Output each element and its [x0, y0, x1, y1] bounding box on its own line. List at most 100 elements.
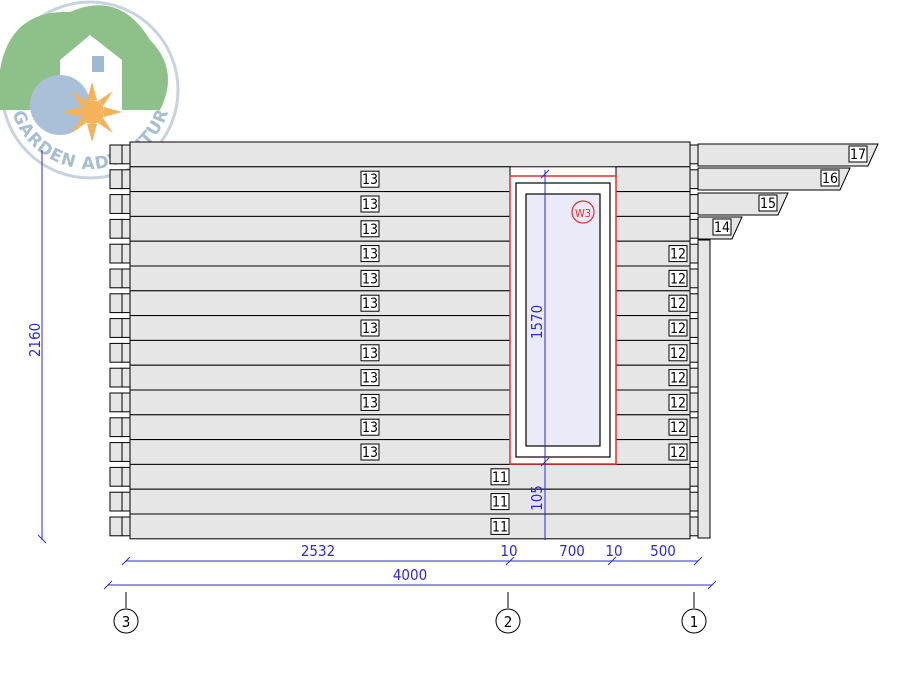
log-tag-right: 12	[670, 296, 686, 312]
log-tag-right-box	[668, 319, 688, 337]
log-tag-left: 13	[362, 420, 378, 436]
log-tag-left: 13	[362, 346, 378, 362]
log-end	[689, 466, 699, 487]
log-end	[109, 417, 123, 438]
log-end	[121, 318, 131, 338]
roof-step-tag: 15	[760, 196, 776, 212]
grid-axis-label: 3	[122, 613, 131, 631]
dim-right-seg: 500	[650, 542, 676, 560]
log-tag-right: 12	[670, 321, 686, 337]
grid-axis-2: 2	[495, 592, 521, 634]
grid-axis-3: 3	[113, 592, 139, 634]
roof-step-log	[697, 143, 879, 167]
log-tag-right-box	[668, 393, 688, 411]
log-tag-full: 11	[492, 470, 508, 486]
wall-log-left	[129, 389, 511, 416]
window-tag-circle	[571, 200, 595, 224]
log-tag-left-box	[360, 170, 380, 188]
log-end	[689, 491, 699, 512]
log-tag-full-box	[490, 517, 510, 535]
log-tag-left-box	[360, 294, 380, 312]
log-tag-left: 13	[362, 445, 378, 461]
log-tag-right-box	[668, 418, 688, 436]
log-tag-right: 12	[670, 247, 686, 263]
grid-axis-1: 1	[681, 592, 707, 634]
window-tag: W3	[575, 207, 591, 220]
log-tag-left-box	[360, 245, 380, 263]
wall-log-left	[129, 166, 511, 193]
log-tag-left-box	[360, 393, 380, 411]
log-end	[121, 516, 131, 537]
right-corner-post	[697, 239, 711, 539]
window-height-label: 1570	[528, 305, 546, 339]
wall-log-left	[129, 315, 511, 341]
log-end	[689, 293, 699, 314]
log-tag-right-box	[668, 294, 688, 312]
log-tag-left-box	[360, 220, 380, 238]
log-end	[109, 491, 123, 512]
log-tag-left-box	[360, 269, 380, 287]
width-dim-chain	[103, 556, 717, 590]
wall-log-right	[615, 166, 691, 193]
wall-log-full	[129, 488, 691, 515]
grid-axis-label: 1	[690, 613, 699, 631]
wall-log-right	[615, 215, 691, 242]
log-end	[109, 194, 123, 214]
wall-log-full	[129, 463, 691, 490]
log-end	[121, 243, 131, 264]
log-end	[689, 367, 699, 388]
wall-log-left	[129, 439, 511, 465]
log-end	[109, 218, 123, 239]
log-tag-left: 13	[362, 395, 378, 411]
wall-log-top	[129, 141, 691, 168]
log-end	[121, 392, 131, 413]
log-end	[121, 144, 131, 165]
log-end	[109, 516, 123, 537]
log-tag-right-box	[668, 369, 688, 387]
dim-window-width: 700	[559, 542, 585, 560]
roof-step-tag-box	[848, 145, 868, 163]
log-end	[689, 169, 699, 190]
log-end	[109, 243, 123, 264]
wall-log-left	[129, 215, 511, 242]
log-end	[121, 293, 131, 314]
log-end	[121, 169, 131, 190]
log-end	[109, 293, 123, 314]
log-end	[121, 442, 131, 462]
log-end	[109, 144, 123, 165]
dim-gap-b: 10	[605, 542, 622, 560]
wall-log-right	[615, 191, 691, 217]
log-end	[121, 367, 131, 388]
log-tag-right: 12	[670, 346, 686, 362]
log-end	[121, 342, 131, 363]
log-end	[689, 318, 699, 338]
log-end	[689, 342, 699, 363]
roof-step-tag: 17	[850, 147, 866, 163]
log-tag-right-box	[668, 344, 688, 362]
wall-log-left	[129, 191, 511, 217]
log-tag-left: 13	[362, 247, 378, 263]
log-tag-left: 13	[362, 321, 378, 337]
log-end	[689, 144, 699, 165]
overall-height-label: 2160	[26, 323, 44, 357]
grid-axis-label: 2	[504, 613, 513, 631]
log-end	[109, 392, 123, 413]
log-tag-right: 12	[670, 420, 686, 436]
log-tag-left: 13	[362, 197, 378, 213]
log-end	[121, 218, 131, 239]
log-tag-left: 13	[362, 172, 378, 188]
log-tag-left: 13	[362, 271, 378, 287]
log-end	[109, 169, 123, 190]
dim-total: 4000	[393, 566, 427, 584]
dim-gap-a: 10	[500, 542, 517, 560]
roof-step-tag-box	[758, 194, 778, 212]
log-end	[109, 318, 123, 338]
log-end	[689, 194, 699, 214]
log-tag-left-box	[360, 369, 380, 387]
log-end	[121, 417, 131, 438]
log-tag-right-box	[668, 245, 688, 263]
log-tag-right: 12	[670, 371, 686, 387]
overall-height-dim	[37, 150, 47, 544]
wall-log-left	[129, 414, 511, 441]
